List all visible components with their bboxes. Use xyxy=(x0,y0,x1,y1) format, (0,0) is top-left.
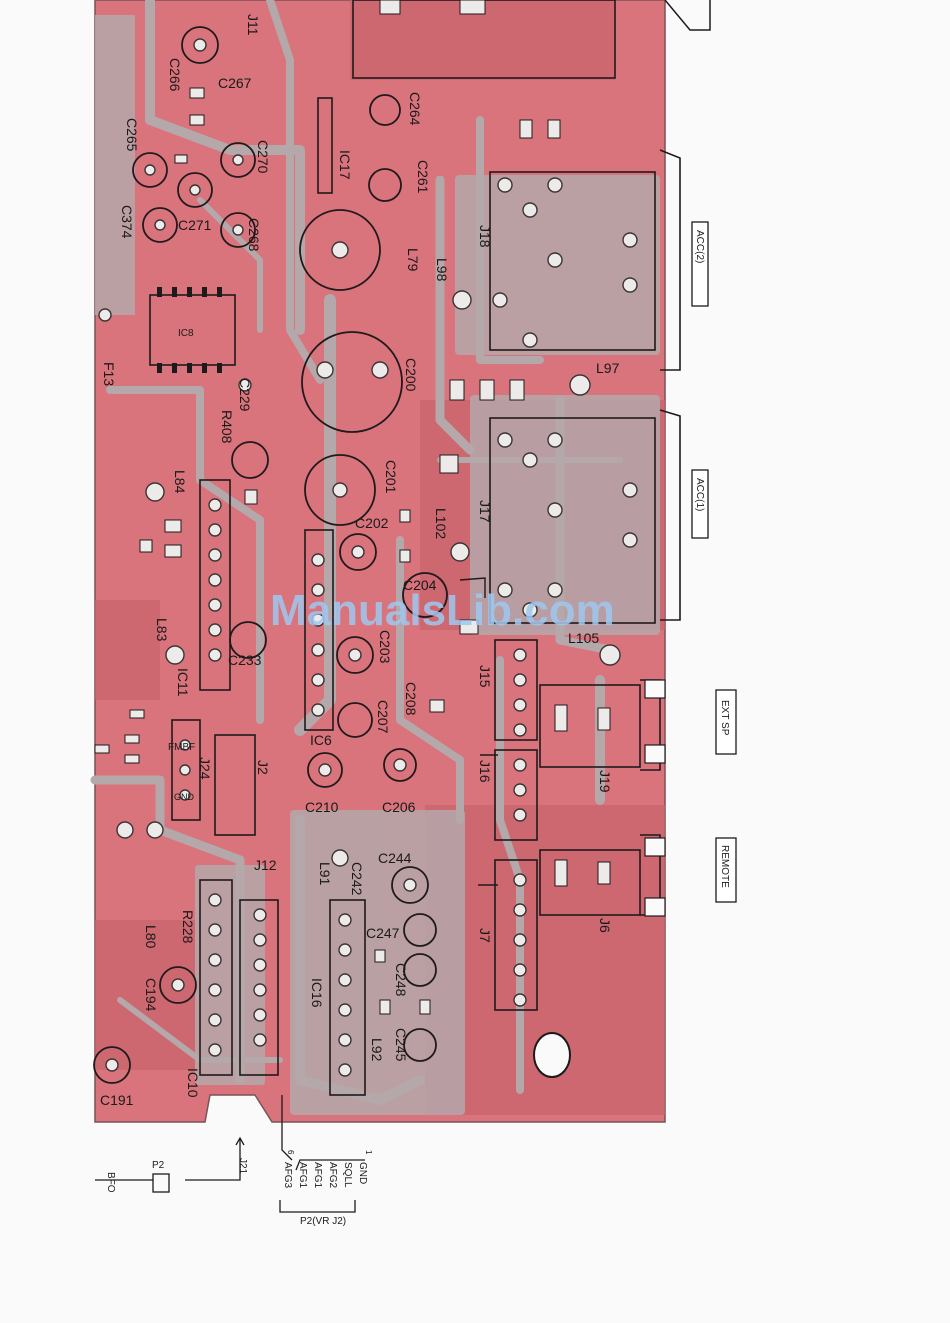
mounting-hole xyxy=(533,1032,571,1078)
large-components xyxy=(93,26,448,1084)
label-c268: C268 xyxy=(246,218,262,252)
top-right-cable xyxy=(664,0,711,31)
bottom-wiring xyxy=(95,1095,365,1213)
label-c200: C200 xyxy=(403,358,419,392)
label-c270: C270 xyxy=(255,140,271,174)
label-l98: L98 xyxy=(434,258,450,282)
pin-label-1: GND xyxy=(357,1162,368,1184)
pin-label-6: AFG3 xyxy=(282,1162,293,1189)
watermark: ManualsLib.com xyxy=(270,586,615,635)
label-j18: J18 xyxy=(477,225,493,248)
connector-pin-labels: GND SQLL AFG2 AFG1 AFG1 AFG3 xyxy=(282,1162,368,1189)
label-r408: R408 xyxy=(219,410,235,444)
label-c191: C191 xyxy=(100,1092,134,1108)
label-j16: J16 xyxy=(477,760,493,783)
label-c203: C203 xyxy=(377,630,393,664)
pin-label-3: AFG2 xyxy=(327,1162,338,1189)
label-c204: C204 xyxy=(403,577,437,593)
side-connector-tags xyxy=(691,221,737,903)
pin-last: 6 xyxy=(286,1150,295,1155)
label-c206: C206 xyxy=(382,799,416,815)
label-j7: J7 xyxy=(477,928,493,943)
connector-label-p2-vr-j2: P2(VR J2) xyxy=(300,1216,346,1227)
label-l80: L80 xyxy=(143,925,159,949)
label-c202: C202 xyxy=(355,515,389,531)
remote-label: REMOTE xyxy=(719,845,730,888)
label-r228: R228 xyxy=(180,910,196,944)
label-j19: J19 xyxy=(597,770,613,793)
label-j15: J15 xyxy=(477,665,493,688)
label-c248: C248 xyxy=(393,963,409,997)
ext-sp-label: EXT SP xyxy=(719,700,730,736)
label-l105: L105 xyxy=(568,630,599,646)
label-c245: C245 xyxy=(393,1028,409,1062)
label-l91: L91 xyxy=(317,862,333,886)
label-ic8: IC8 xyxy=(178,328,194,339)
label-c266: C266 xyxy=(167,58,183,92)
label-l97: L97 xyxy=(596,360,620,376)
label-c194: C194 xyxy=(143,978,159,1012)
label-f13: F13 xyxy=(101,362,117,386)
label-j2: J2 xyxy=(255,760,271,775)
label-c267: C267 xyxy=(218,75,252,91)
label-j6: J6 xyxy=(597,918,613,933)
label-j17: J17 xyxy=(477,500,493,523)
component-labels: C266 C267 C265 C270 C374 C271 C268 IC8 F… xyxy=(100,14,620,1108)
pads xyxy=(98,38,638,1077)
label-ic17: IC17 xyxy=(337,150,353,180)
label-l83: L83 xyxy=(154,618,170,642)
label-bfo: BFO xyxy=(105,1172,116,1193)
label-fmbf: FMBF xyxy=(168,742,195,753)
label-c229: C229 xyxy=(237,378,253,412)
silkscreen-frames xyxy=(149,0,681,1096)
label-gnd: GND xyxy=(174,792,195,802)
ground-pour xyxy=(95,15,660,1115)
label-c233: C233 xyxy=(228,652,262,668)
label-c247: C247 xyxy=(366,925,400,941)
label-c201: C201 xyxy=(383,460,399,494)
acc2-label: ACC(2) xyxy=(694,230,705,263)
label-p2: P2 xyxy=(152,1160,165,1171)
edge-notches xyxy=(644,679,666,917)
label-c271: C271 xyxy=(178,217,212,233)
label-ic11: IC11 xyxy=(175,668,191,697)
label-j24: J24 xyxy=(197,757,213,780)
label-l92: L92 xyxy=(369,1038,385,1062)
label-c374: C374 xyxy=(119,205,135,239)
arrows xyxy=(459,577,498,886)
pin-label-4: AFG1 xyxy=(312,1162,323,1189)
pin-label-2: SQLL xyxy=(342,1162,353,1188)
label-c264: C264 xyxy=(407,92,423,126)
label-l84: L84 xyxy=(172,470,188,494)
label-c265: C265 xyxy=(124,118,140,152)
label-j12: J12 xyxy=(254,857,277,873)
smd-parts xyxy=(94,0,611,1015)
label-j21: J21 xyxy=(237,1158,248,1175)
acc1-label: ACC(1) xyxy=(694,478,705,511)
label-j11: J11 xyxy=(245,14,261,36)
label-c244: C244 xyxy=(378,850,412,866)
label-c242: C242 xyxy=(349,862,365,896)
label-l102: L102 xyxy=(433,508,449,539)
label-l79: L79 xyxy=(405,248,421,272)
label-ic6: IC6 xyxy=(310,732,332,748)
pin-label-5: AFG1 xyxy=(297,1162,308,1189)
label-c261: C261 xyxy=(415,160,431,194)
label-ic10: IC10 xyxy=(185,1068,201,1098)
label-c210: C210 xyxy=(305,799,339,815)
pin-first: 1 xyxy=(364,1150,373,1155)
ic8-pins xyxy=(157,287,222,373)
label-c208: C208 xyxy=(403,682,419,716)
label-ic16: IC16 xyxy=(309,978,325,1008)
label-c207: C207 xyxy=(375,700,391,734)
